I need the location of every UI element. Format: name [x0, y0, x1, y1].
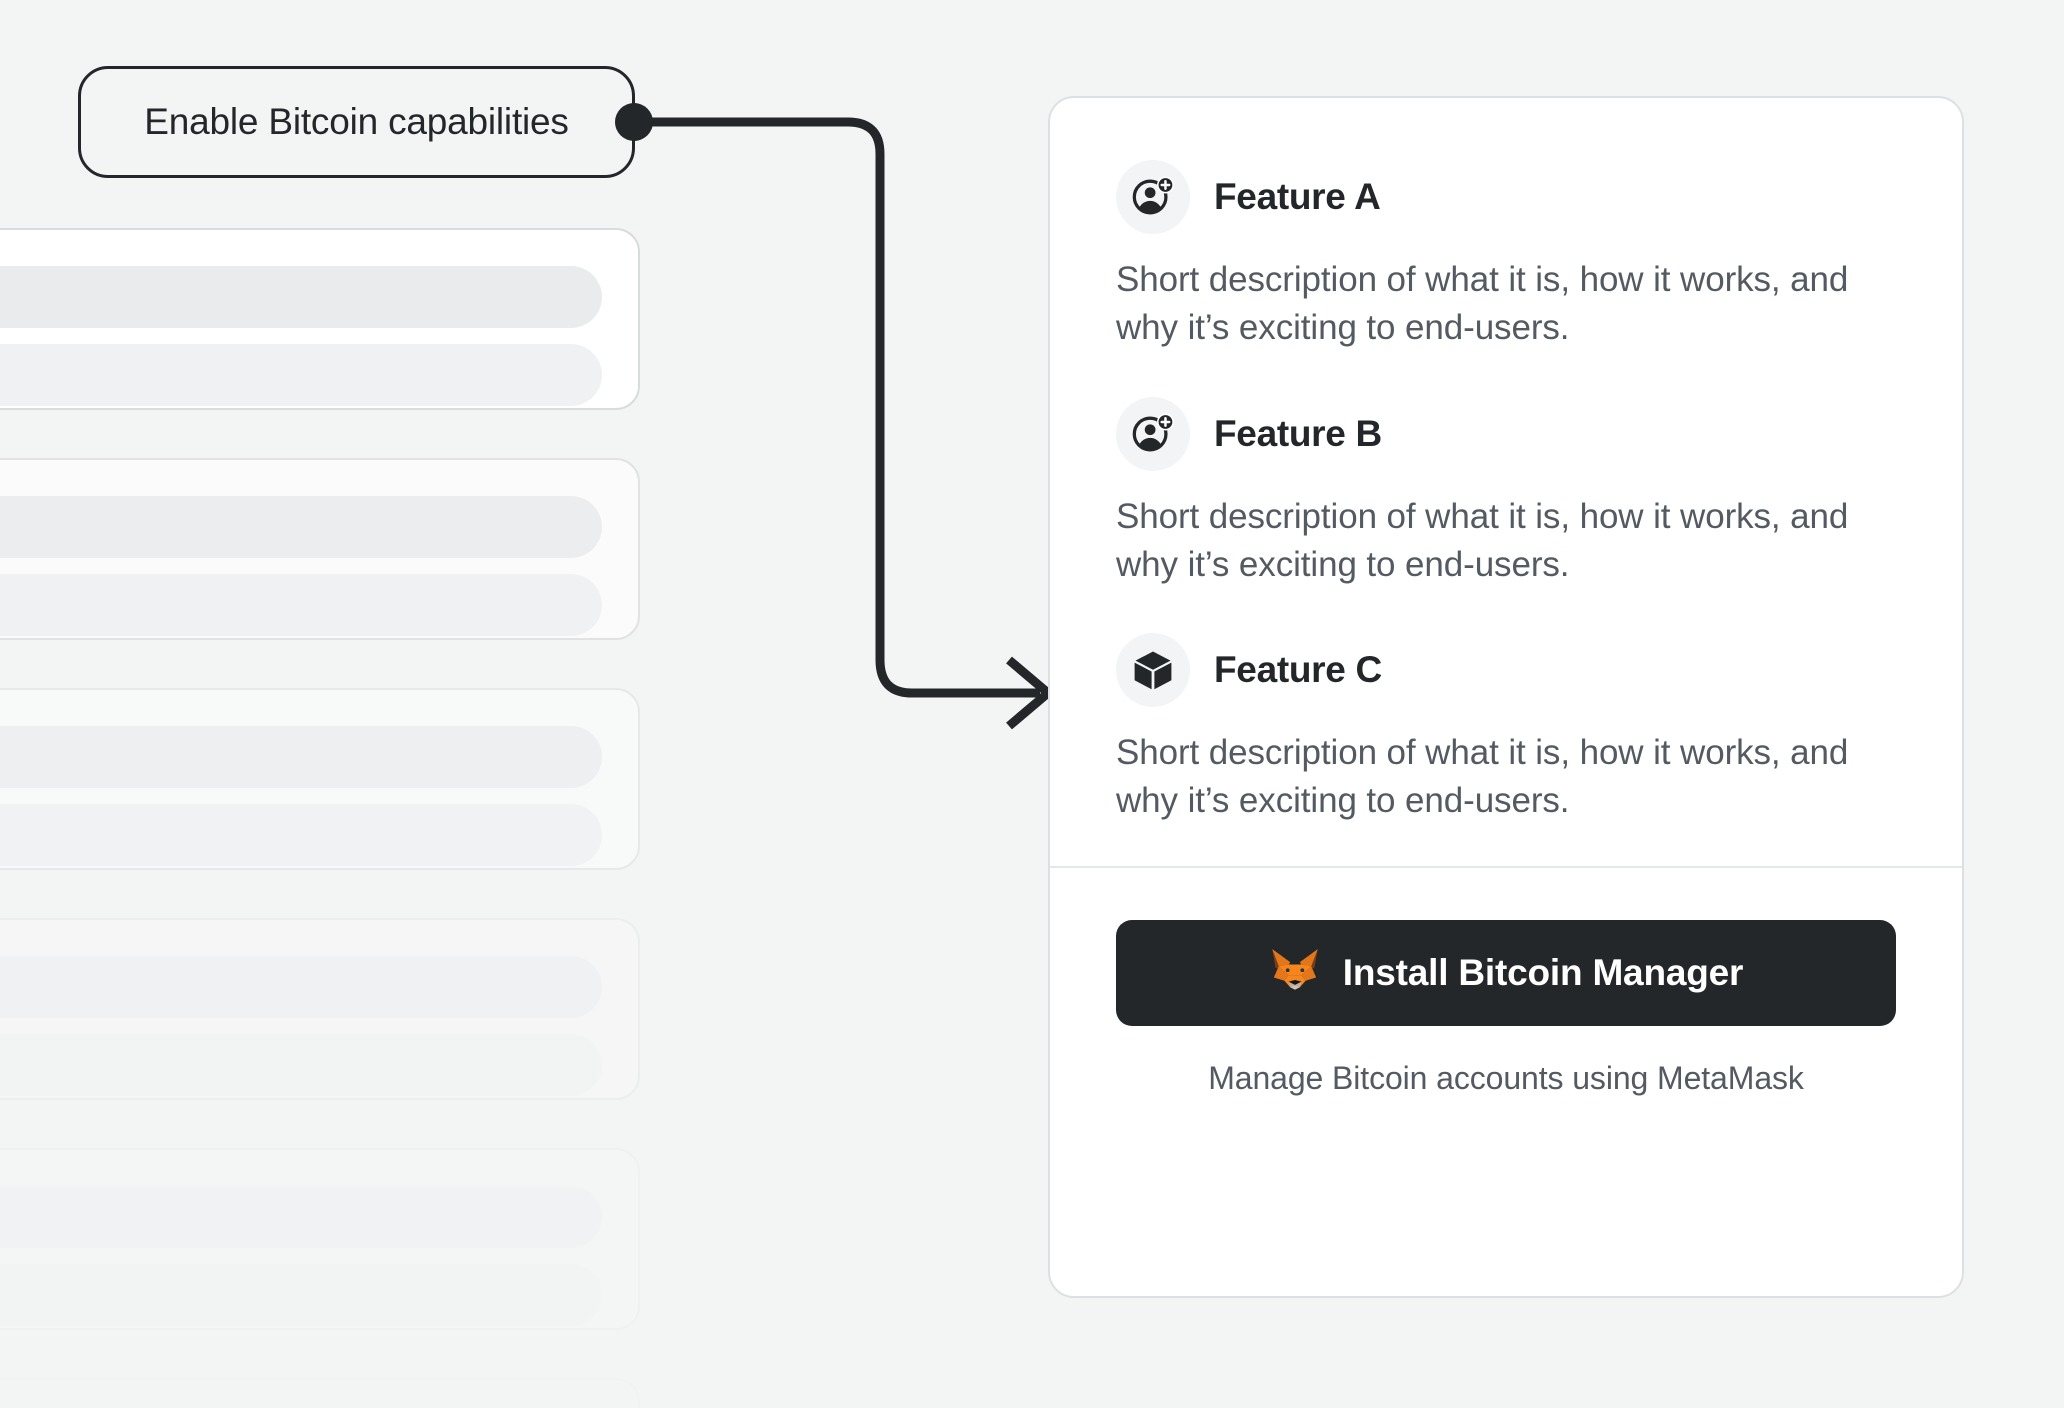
skeleton-bar-primary — [0, 726, 602, 788]
skeleton-bar-secondary — [0, 574, 602, 636]
skeleton-bar-primary — [0, 1186, 602, 1248]
feature-title: Feature A — [1214, 176, 1381, 217]
skeleton-card — [0, 688, 640, 870]
feature-description: Short description of what it is, how it … — [1116, 260, 1849, 348]
skeleton-bar-secondary — [0, 1034, 602, 1096]
skeleton-card — [0, 1148, 640, 1330]
skeleton-card-list — [0, 228, 640, 1408]
skeleton-card — [0, 918, 640, 1100]
install-caption: Manage Bitcoin accounts using MetaMask — [1208, 1059, 1804, 1096]
feature-title: Feature B — [1214, 412, 1382, 454]
install-button-label: Install Bitcoin Manager — [1342, 951, 1744, 993]
account-plus-icon — [1116, 160, 1190, 234]
feature-description: Short description of what it is, how it … — [1116, 733, 1849, 821]
skeleton-bar-primary — [0, 956, 602, 1018]
card-divider — [1050, 865, 1962, 868]
callout-label-pill: Enable Bitcoin capabilities — [78, 66, 635, 178]
skeleton-bar-secondary — [0, 344, 602, 406]
skeleton-card — [0, 458, 640, 640]
install-bitcoin-manager-button[interactable]: Install Bitcoin Manager — [1116, 919, 1896, 1026]
feature-title: Feature C — [1214, 649, 1382, 691]
feature-row: Feature A Short description of what it i… — [1116, 160, 1896, 353]
feature-header: Feature A — [1116, 160, 1896, 234]
skeleton-bar-secondary — [0, 1264, 602, 1326]
features-section: Feature A Short description of what it i… — [1050, 98, 1962, 866]
skeleton-card — [0, 228, 640, 410]
feature-header: Feature C — [1116, 633, 1896, 708]
metamask-fox-icon — [1269, 946, 1321, 999]
skeleton-card — [0, 1378, 640, 1408]
install-section: Install Bitcoin Manager Manage Bitcoin a… — [1050, 868, 1962, 1296]
feature-row: Feature C Short description of what it i… — [1116, 633, 1896, 826]
feature-description: Short description of what it is, how it … — [1116, 496, 1849, 584]
feature-row: Feature B Short description of what it i… — [1116, 396, 1896, 590]
skeleton-bar-secondary — [0, 804, 602, 866]
cube-icon — [1116, 633, 1190, 708]
skeleton-bar-primary — [0, 496, 602, 558]
skeleton-bar-primary — [0, 266, 602, 328]
callout-label-text: Enable Bitcoin capabilities — [144, 101, 569, 142]
feature-card: Feature A Short description of what it i… — [1048, 96, 1964, 1298]
account-plus-icon — [1116, 396, 1190, 471]
feature-header: Feature B — [1116, 396, 1896, 471]
